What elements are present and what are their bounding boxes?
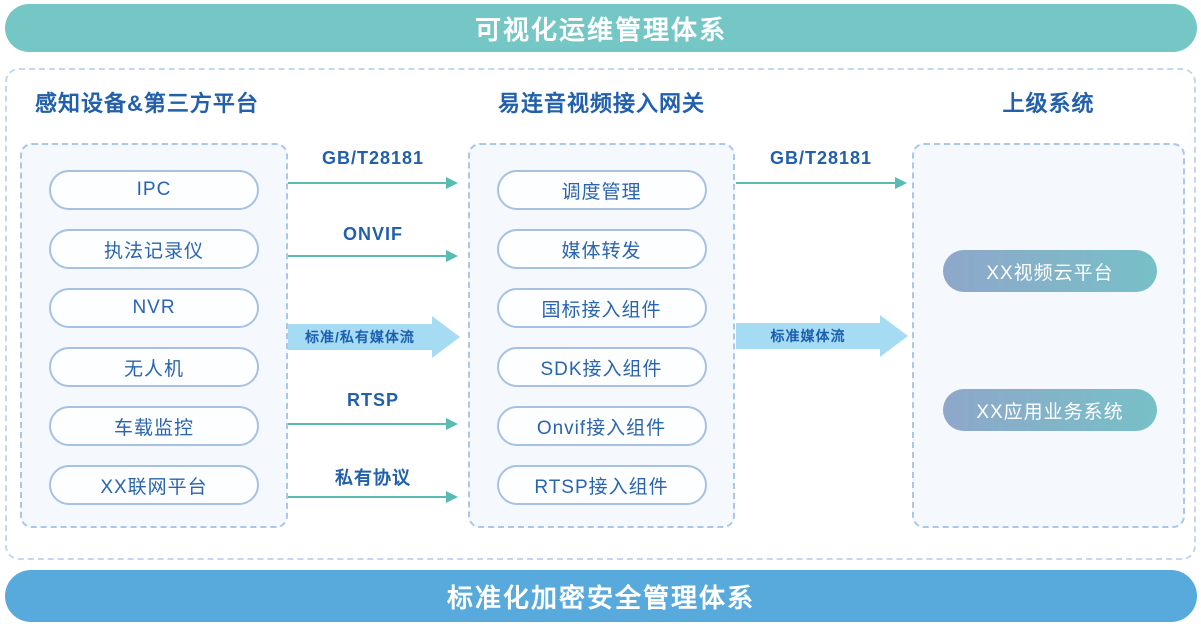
top-banner: 可视化运维管理体系 bbox=[5, 4, 1197, 52]
upper-item-app-system: XX应用业务系统 bbox=[943, 389, 1157, 431]
gateway-column-header: 易连音视频接入网关 bbox=[497, 91, 705, 116]
device-item-ipc: IPC bbox=[49, 170, 259, 210]
gateway-item-media-forward: 媒体转发 bbox=[496, 229, 707, 269]
upper-system-column-header: 上级系统 bbox=[1002, 91, 1095, 116]
devices-group-box: IPC 执法记录仪 NVR 无人机 车载监控 XX联网平台 bbox=[20, 143, 288, 528]
big-arrow-head-icon bbox=[880, 315, 908, 357]
device-item-drone: 无人机 bbox=[49, 347, 259, 387]
gateway-group-box: 调度管理 媒体转发 国标接入组件 SDK接入组件 Onvif接入组件 RTSP接… bbox=[468, 143, 735, 528]
arrow-line bbox=[288, 255, 446, 257]
arrow-head-icon bbox=[895, 177, 907, 189]
devices-pill-stack: IPC 执法记录仪 NVR 无人机 车载监控 XX联网平台 bbox=[22, 145, 286, 505]
arrow-head-icon bbox=[446, 418, 458, 430]
big-arrow-label: 标准/私有媒体流 bbox=[288, 324, 432, 350]
bottom-banner-label: 标准化加密安全管理体系 bbox=[446, 582, 755, 613]
top-banner-label: 可视化运维管理体系 bbox=[474, 14, 727, 45]
gateway-item-rtsp-access: RTSP接入组件 bbox=[496, 465, 707, 505]
arrow-line bbox=[288, 182, 446, 184]
flow-label-gbt28181-left: GB/T28181 bbox=[321, 148, 425, 168]
upper-system-group-box: XX视频云平台 XX应用业务系统 bbox=[912, 143, 1185, 528]
device-item-network-platform: XX联网平台 bbox=[49, 465, 259, 505]
arrow-line bbox=[288, 423, 446, 425]
gateway-item-sdk-access: SDK接入组件 bbox=[496, 347, 707, 387]
device-item-vehicle-monitor: 车载监控 bbox=[49, 406, 259, 446]
upper-item-video-cloud: XX视频云平台 bbox=[943, 250, 1157, 292]
device-item-nvr: NVR bbox=[49, 288, 259, 328]
devices-column-header: 感知设备&第三方平台 bbox=[35, 91, 259, 116]
gateway-pill-stack: 调度管理 媒体转发 国标接入组件 SDK接入组件 Onvif接入组件 RTSP接… bbox=[470, 145, 733, 505]
bottom-banner: 标准化加密安全管理体系 bbox=[5, 570, 1197, 622]
arrow-head-icon bbox=[446, 177, 458, 189]
flow-label-gbt28181-right: GB/T28181 bbox=[769, 148, 873, 168]
flow-label-rtsp: RTSP bbox=[346, 390, 399, 410]
arrow-line bbox=[288, 496, 446, 498]
gateway-item-dispatch: 调度管理 bbox=[496, 170, 707, 210]
device-item-body-camera: 执法记录仪 bbox=[49, 229, 259, 269]
arrow-head-icon bbox=[446, 491, 458, 503]
big-arrow-head-icon bbox=[432, 316, 460, 358]
big-arrow-label: 标准媒体流 bbox=[736, 323, 880, 349]
flow-label-private-protocol: 私有协议 bbox=[335, 468, 411, 488]
gateway-item-gb-access: 国标接入组件 bbox=[496, 288, 707, 328]
arrow-line bbox=[736, 182, 895, 184]
gateway-item-onvif-access: Onvif接入组件 bbox=[496, 406, 707, 446]
flow-label-onvif: ONVIF bbox=[342, 224, 403, 244]
arrow-head-icon bbox=[446, 250, 458, 262]
